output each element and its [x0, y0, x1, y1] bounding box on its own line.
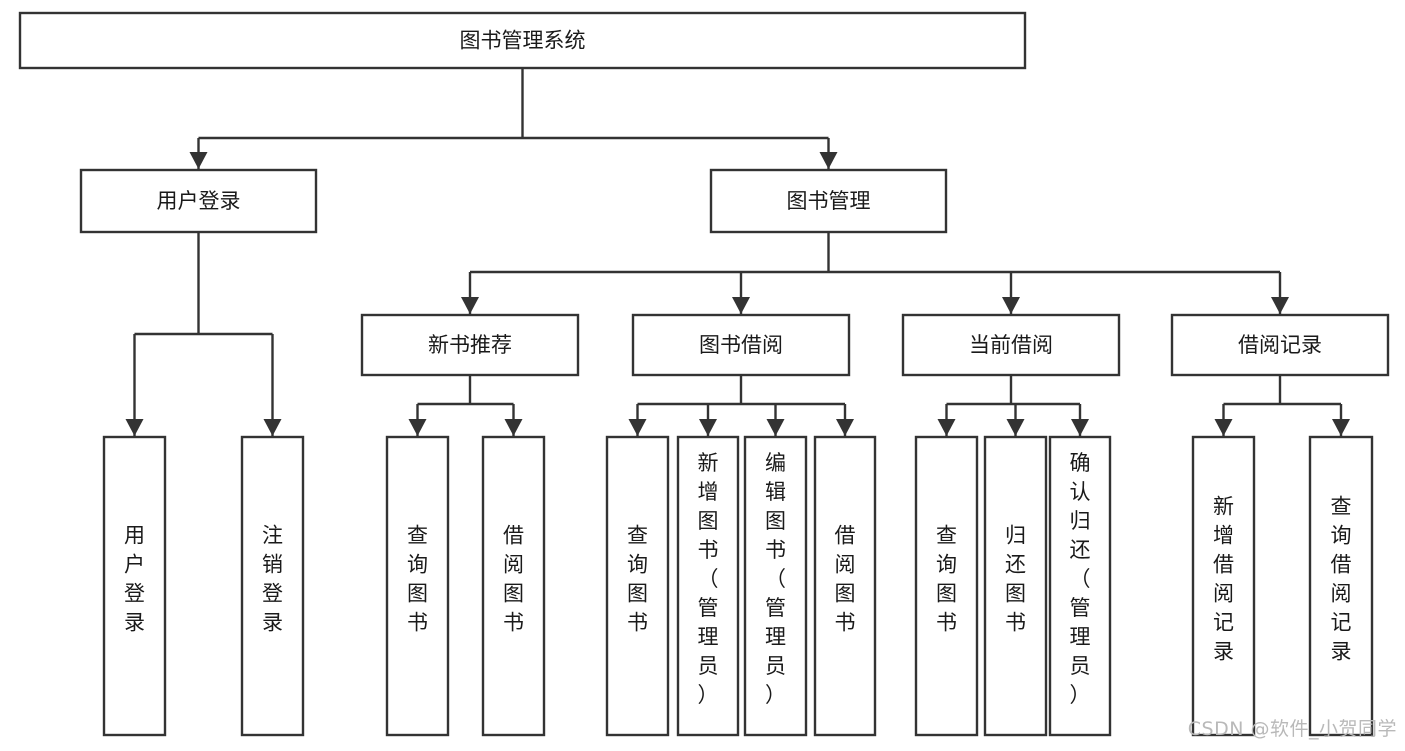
arrow-head-icon: [766, 419, 785, 436]
node-label-root: 图书管理系统: [460, 29, 586, 53]
node-box-leaf-user-logout: [240, 435, 305, 737]
node-book-borrow[interactable]: 图书借阅: [631, 313, 851, 377]
node-box-root: [18, 11, 1027, 70]
arrow-head-icon: [628, 419, 647, 436]
arrow-head-icon: [937, 419, 956, 436]
node-box-leaf-query-record: [1308, 435, 1374, 737]
arrow-head-icon: [1006, 419, 1025, 436]
node-box-borrow-record: [1170, 313, 1390, 377]
node-label-borrow-record: 借阅记录: [1238, 333, 1322, 357]
arrow-head-icon: [699, 419, 717, 436]
node-box-leaf-return-book: [983, 435, 1048, 737]
arrow-head-icon: [1002, 297, 1020, 314]
node-box-current-borrow: [901, 313, 1121, 377]
connector-group-root: [189, 68, 838, 169]
node-label-leaf-query-record: 查询借阅记录: [1331, 495, 1352, 664]
node-leaf-user-login[interactable]: 用户登录: [102, 435, 167, 737]
arrow-head-icon: [189, 152, 208, 169]
node-current-borrow[interactable]: 当前借阅: [901, 313, 1121, 377]
node-label-book-borrow: 图书借阅: [699, 333, 783, 357]
connector-group-book-management: [461, 232, 1289, 314]
csdn-watermark: CSDN @软件_小贺同学: [1187, 718, 1397, 740]
node-box-book-borrow: [631, 313, 851, 377]
node-box-leaf-borrow-book-1: [481, 435, 546, 737]
node-label-leaf-query-book-3: 查询图书: [936, 524, 957, 635]
arrow-head-icon: [125, 419, 144, 436]
node-leaf-add-record[interactable]: 新增借阅记录: [1191, 435, 1256, 737]
node-leaf-query-record[interactable]: 查询借阅记录: [1308, 435, 1374, 737]
node-box-leaf-borrow-book-2: [813, 435, 877, 737]
connector-group-user-login: [125, 232, 282, 436]
node-leaf-add-book[interactable]: 新增图书（管理员）: [676, 435, 740, 737]
connector-group-current-borrow: [937, 375, 1089, 436]
node-box-leaf-user-login: [102, 435, 167, 737]
node-leaf-query-book-1[interactable]: 查询图书: [385, 435, 450, 737]
node-box-user-login: [79, 168, 318, 234]
arrow-head-icon: [1332, 419, 1350, 436]
node-leaf-return-book[interactable]: 归还图书: [983, 435, 1048, 737]
node-leaf-edit-book[interactable]: 编辑图书（管理员）: [743, 435, 808, 737]
node-label-leaf-borrow-book-2: 借阅图书: [835, 524, 856, 635]
arrow-head-icon: [461, 297, 479, 314]
node-label-user-login: 用户登录: [157, 189, 241, 213]
node-root[interactable]: 图书管理系统: [18, 11, 1027, 70]
node-box-leaf-confirm-return: [1048, 435, 1112, 737]
node-label-leaf-query-book-1: 查询图书: [407, 524, 428, 635]
node-book-management[interactable]: 图书管理: [709, 168, 948, 234]
node-label-leaf-borrow-book-1: 借阅图书: [503, 524, 524, 635]
node-leaf-query-book-2[interactable]: 查询图书: [605, 435, 670, 737]
connector-group-new-book-recommend: [408, 375, 523, 436]
node-label-leaf-add-record: 新增借阅记录: [1213, 495, 1234, 664]
node-label-leaf-user-login: 用户登录: [124, 524, 145, 635]
node-label-leaf-confirm-return: 确认归还（管理员）: [1070, 451, 1091, 707]
node-box-book-management: [709, 168, 948, 234]
node-box-leaf-query-book-2: [605, 435, 670, 737]
connector-group-borrow-record: [1214, 375, 1350, 436]
arrow-head-icon: [408, 419, 427, 436]
arrow-head-icon: [836, 419, 854, 436]
node-label-leaf-add-book: 新增图书（管理员）: [698, 451, 719, 707]
node-user-login[interactable]: 用户登录: [79, 168, 318, 234]
node-box-leaf-query-book-3: [914, 435, 979, 737]
node-leaf-borrow-book-1[interactable]: 借阅图书: [481, 435, 546, 737]
node-box-new-book-recommend: [360, 313, 580, 377]
node-box-leaf-add-record: [1191, 435, 1256, 737]
node-leaf-confirm-return[interactable]: 确认归还（管理员）: [1048, 435, 1112, 737]
arrow-head-icon: [1271, 297, 1289, 314]
arrow-head-icon: [819, 152, 838, 169]
node-label-leaf-edit-book: 编辑图书（管理员）: [765, 451, 786, 707]
arrow-head-icon: [1071, 419, 1089, 436]
arrow-head-icon: [263, 419, 282, 436]
node-leaf-query-book-3[interactable]: 查询图书: [914, 435, 979, 737]
arrow-head-icon: [504, 419, 523, 436]
arrow-head-icon: [732, 297, 750, 314]
node-label-leaf-user-logout: 注销登录: [262, 524, 283, 635]
connector-layer: [125, 68, 1350, 436]
node-label-leaf-query-book-2: 查询图书: [627, 524, 648, 635]
node-box-leaf-query-book-1: [385, 435, 450, 737]
connector-group-book-borrow: [628, 375, 854, 436]
node-new-book-recommend[interactable]: 新书推荐: [360, 313, 580, 377]
node-label-new-book-recommend: 新书推荐: [428, 333, 512, 357]
node-label-leaf-return-book: 归还图书: [1005, 524, 1026, 635]
node-borrow-record[interactable]: 借阅记录: [1170, 313, 1390, 377]
node-leaf-borrow-book-2[interactable]: 借阅图书: [813, 435, 877, 737]
node-box-leaf-add-book: [676, 435, 740, 737]
arrow-head-icon: [1214, 419, 1233, 436]
node-box-leaf-edit-book: [743, 435, 808, 737]
node-label-book-management: 图书管理: [787, 189, 871, 213]
node-label-current-borrow: 当前借阅: [969, 333, 1053, 357]
node-layer: 图书管理系统用户登录图书管理新书推荐图书借阅当前借阅借阅记录用户登录注销登录查询…: [18, 11, 1390, 737]
node-leaf-user-logout[interactable]: 注销登录: [240, 435, 305, 737]
